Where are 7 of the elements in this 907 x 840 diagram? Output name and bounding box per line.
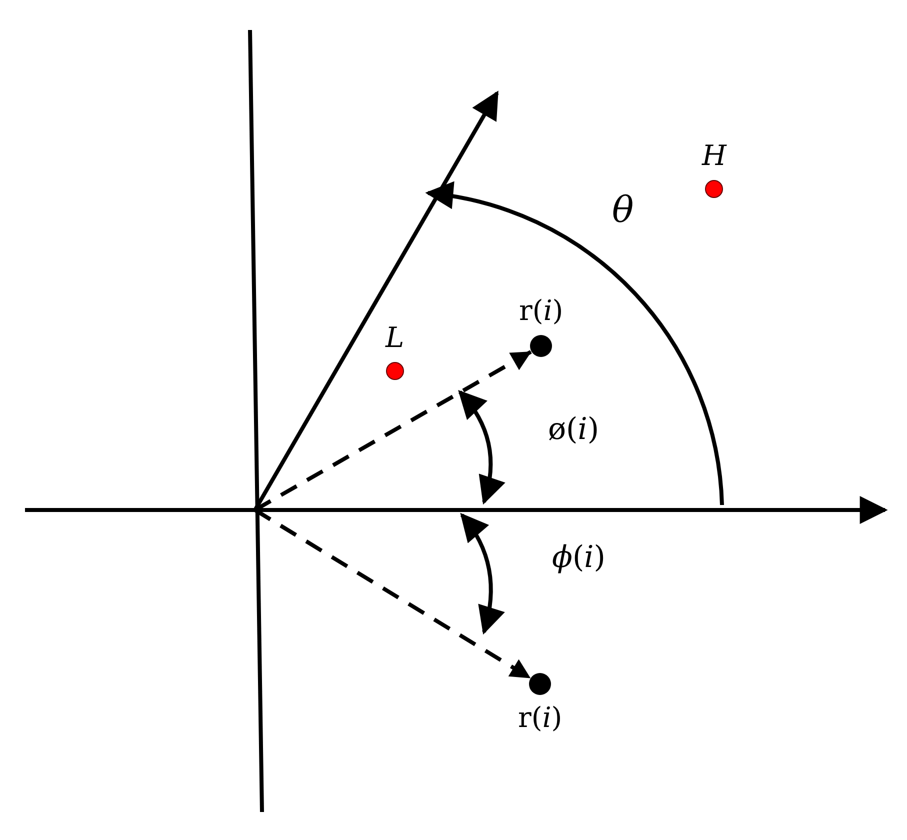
point-label: r(i) — [518, 703, 562, 734]
point-label: r(i) — [519, 296, 564, 327]
angle-label: ϕ(i) — [552, 540, 606, 575]
point-label: L — [386, 323, 404, 354]
angle-label: ø(i) — [548, 412, 600, 447]
point-label: H — [702, 141, 726, 172]
angle-label: θ — [612, 190, 634, 231]
